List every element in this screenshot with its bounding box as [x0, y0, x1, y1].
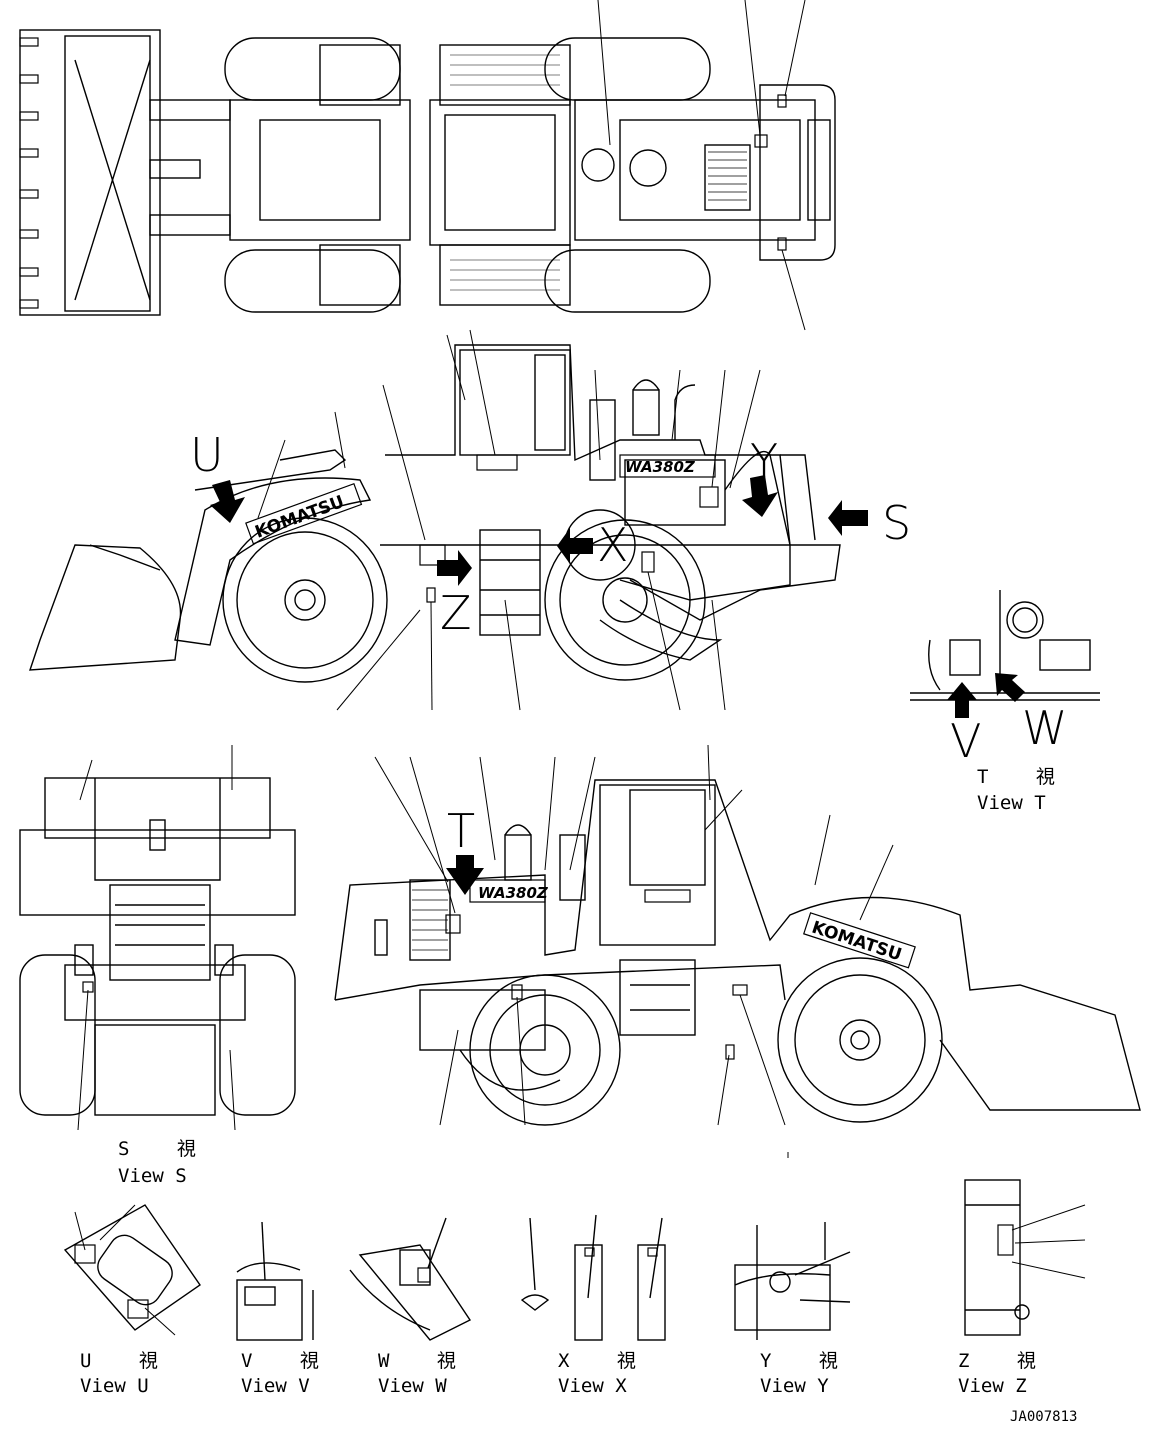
view-letter-s: S [882, 496, 912, 550]
detail-view-z [964, 1179, 1086, 1336]
view-letter-v: V [950, 714, 982, 768]
view-y-caption-en: View Y [760, 1375, 829, 1397]
side-view-left: KOMATSU WA380Z [29, 329, 868, 711]
view-y-caption-jp: Y 視 [760, 1350, 856, 1372]
view-z-caption-en: View Z [958, 1375, 1027, 1397]
view-w-caption-en: View W [378, 1375, 447, 1397]
detail-view-v [236, 1221, 314, 1341]
view-v-caption-en: View V [241, 1375, 310, 1397]
view-letter-x: X [597, 518, 629, 572]
drawing-code: JA007813 [1010, 1409, 1078, 1425]
view-letter-y: Y [750, 434, 779, 488]
view-s-caption-en: View S [118, 1165, 187, 1187]
view-w-caption-jp: W 視 [378, 1350, 474, 1372]
view-letter-w: W [1022, 701, 1068, 755]
view-u-caption-en: View U [80, 1375, 149, 1397]
view-t-caption-jp: T 視 [977, 766, 1073, 788]
view-s-caption-jp: S 視 [118, 1138, 214, 1160]
detail-view-u [63, 1204, 201, 1336]
view-letter-z: Z [440, 586, 472, 640]
view-t-detail [910, 590, 1100, 718]
view-x-caption-en: View X [558, 1375, 627, 1397]
view-v-caption-jp: V 視 [241, 1350, 337, 1372]
model-plate-side-left: WA380Z [625, 458, 696, 476]
detail-view-x [520, 1214, 666, 1341]
view-s-rear [19, 745, 296, 1131]
view-letter-u: U [190, 428, 224, 482]
view-x-caption-jp: X 視 [558, 1350, 654, 1372]
view-t-caption-en: View T [977, 792, 1046, 814]
top-view [19, 0, 836, 331]
view-z-caption-jp: Z 視 [958, 1350, 1054, 1372]
view-u-caption-jp: U 視 [80, 1350, 176, 1372]
view-letter-t: T [447, 804, 476, 858]
detail-view-w [349, 1217, 472, 1341]
detail-view-y [734, 1222, 851, 1340]
model-plate-side-right: WA380Z [478, 884, 549, 902]
komatsu-logo-side-left: KOMATSU [253, 492, 347, 543]
